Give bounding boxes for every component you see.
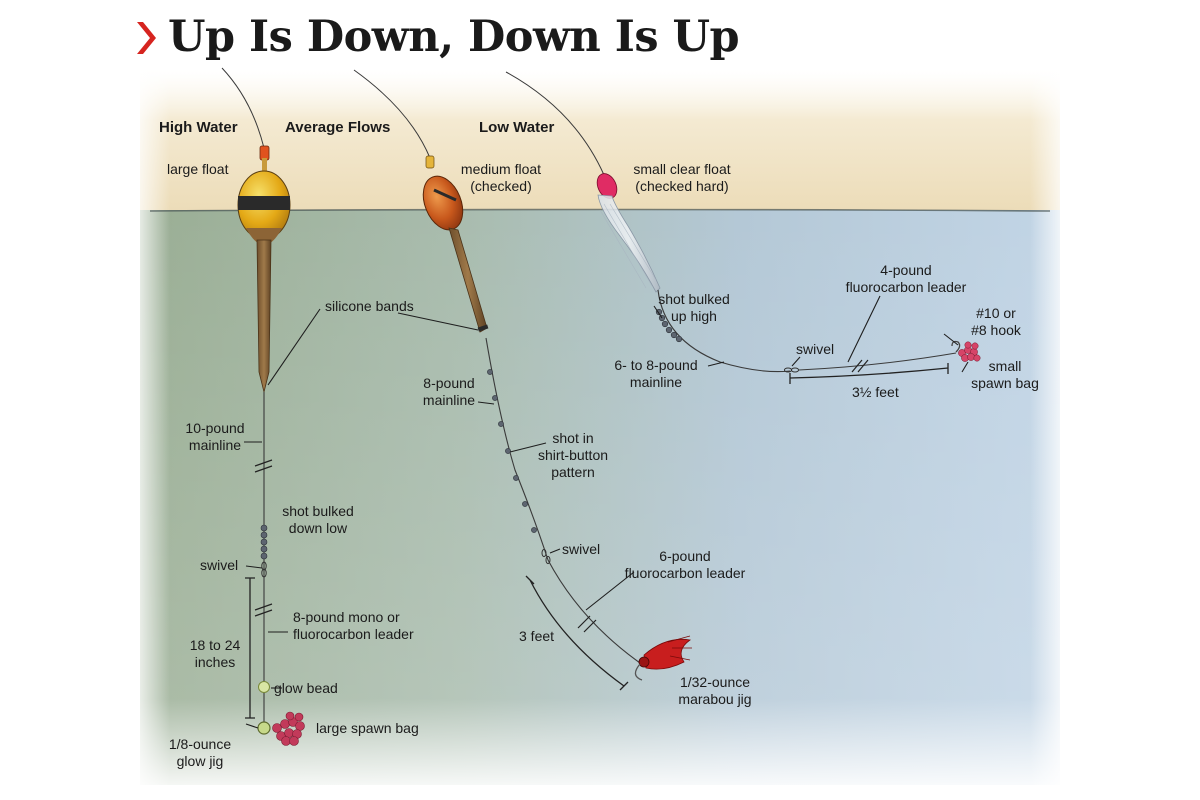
rod-line-high [221, 67, 265, 149]
page-title: Up Is Down, Down Is Up [168, 12, 740, 62]
label-line: 6-pound [659, 548, 711, 564]
label-swivel-high: swivel [200, 557, 239, 573]
glow-jig-icon [257, 721, 271, 735]
length-bracket-3ft [525, 575, 629, 691]
length-bracket-3-5ft [789, 363, 949, 384]
label-line: 10-pound [185, 420, 245, 436]
label-line: fluorocarbon leader [624, 565, 746, 581]
swivel-icon [783, 367, 800, 373]
label-line: 4-pound [880, 262, 932, 278]
label-line: small clear float [633, 161, 731, 177]
column-header-high-water: High Water [159, 119, 238, 136]
callout-leaders [244, 295, 969, 729]
marabou-jig-icon [634, 635, 692, 681]
label-swivel-average: swivel [562, 541, 601, 557]
rod-line-low [505, 71, 605, 176]
label-small-spawn-bag: small spawn bag [971, 358, 1039, 392]
label-line: mainline [188, 437, 242, 453]
label-large-float: large float [167, 161, 229, 177]
line-break-mark [851, 359, 869, 373]
length-bracket-18-24 [245, 577, 255, 719]
label-line: shot bulked [658, 291, 730, 307]
label-10-pound-mainline: 10-pound mainline [185, 420, 244, 454]
column-header-low-water: Low Water [479, 119, 555, 136]
label-8-pound-leader: 8-pound mono or fluorocarbon leader [293, 609, 414, 643]
label-shot-shirt-button: shot in shirt-button pattern [538, 430, 608, 481]
large-spawn-bag-icon [272, 711, 305, 746]
label-line: (checked) [470, 178, 532, 194]
label-line: #8 hook [971, 322, 1021, 338]
label-6-to-8-pound-mainline: 6- to 8-pound mainline [614, 357, 697, 391]
line-break-mark [254, 603, 273, 617]
label-4-pound-leader: 4-pound fluorocarbon leader [846, 262, 967, 296]
water-fade [140, 210, 1060, 785]
label-line: pattern [551, 464, 595, 480]
small-spawn-bag-icon [958, 341, 981, 362]
label-glow-jig: 1/8-ounce glow jig [169, 736, 231, 770]
split-shot-shirt-button [487, 369, 537, 533]
label-line: shot bulked [282, 503, 354, 519]
label-line: glow jig [176, 753, 224, 769]
small-clear-float-icon [596, 173, 661, 293]
mainline-low [657, 289, 791, 373]
label-line: shirt-button [537, 447, 609, 463]
label-line: 8-pound [423, 375, 475, 391]
swivel-icon [261, 561, 267, 578]
label-line: #10 or [976, 305, 1016, 321]
edge-fade-right [1030, 60, 1070, 790]
label-silicone-bands: silicone bands [325, 298, 414, 314]
hook-icon [951, 340, 961, 353]
label-3-5-feet: 3½ feet [852, 384, 899, 400]
label-line: medium float [460, 161, 542, 177]
label-line: up high [671, 308, 717, 324]
label-line: shot in [552, 430, 594, 446]
label-line: mainline [422, 392, 476, 408]
label-line: fluorocarbon leader [845, 279, 967, 295]
label-hook: #10 or #8 hook [971, 305, 1021, 339]
label-6-pound-leader: 6-pound fluorocarbon leader [625, 548, 746, 582]
chevron-right-icon [137, 22, 156, 54]
label-line: inches [194, 654, 236, 670]
label-8-pound-mainline: 8-pound mainline [423, 375, 475, 409]
line-break-mark [577, 615, 597, 633]
label-line: spawn bag [971, 375, 1039, 391]
label-large-spawn-bag: large spawn bag [316, 720, 419, 736]
label-swivel-low: swivel [796, 341, 835, 357]
swivel-icon [541, 548, 551, 565]
label-line: (checked hard) [635, 178, 729, 194]
label-line: 1/32-ounce [679, 674, 751, 690]
label-line: down low [288, 520, 348, 536]
medium-float-icon [422, 155, 489, 333]
rod-line-average [353, 69, 431, 159]
label-medium-float: medium float (checked) [461, 161, 541, 195]
label-18-to-24-inches: 18 to 24 inches [190, 637, 241, 671]
line-break-mark [254, 459, 273, 473]
label-line: 1/8-ounce [168, 736, 232, 752]
leader-low [798, 352, 957, 371]
split-shot-bulked-low [260, 524, 268, 560]
label-marabou-jig: 1/32-ounce marabou jig [678, 674, 751, 708]
label-small-clear-float: small clear float (checked hard) [633, 161, 730, 195]
large-float-icon [237, 145, 291, 393]
label-line: mainline [629, 374, 683, 390]
label-line: 6- to 8-pound [614, 357, 698, 373]
mainline-average [485, 337, 641, 664]
label-3-feet: 3 feet [519, 628, 555, 644]
label-shot-bulked-down-low: shot bulked down low [282, 503, 354, 537]
edge-fade-left [130, 60, 170, 790]
label-line: 18 to 24 [189, 637, 241, 653]
label-glow-bead: glow bead [274, 680, 338, 696]
label-shot-bulked-up-high: shot bulked up high [658, 291, 730, 325]
label-line: marabou jig [678, 691, 752, 707]
split-shot-bulked-high [655, 308, 683, 343]
glow-bead-icon [258, 681, 270, 693]
label-line: 8-pound mono or [293, 609, 400, 625]
label-line: small [988, 358, 1022, 374]
label-line: fluorocarbon leader [293, 626, 414, 642]
column-header-average-flows: Average Flows [285, 119, 391, 136]
